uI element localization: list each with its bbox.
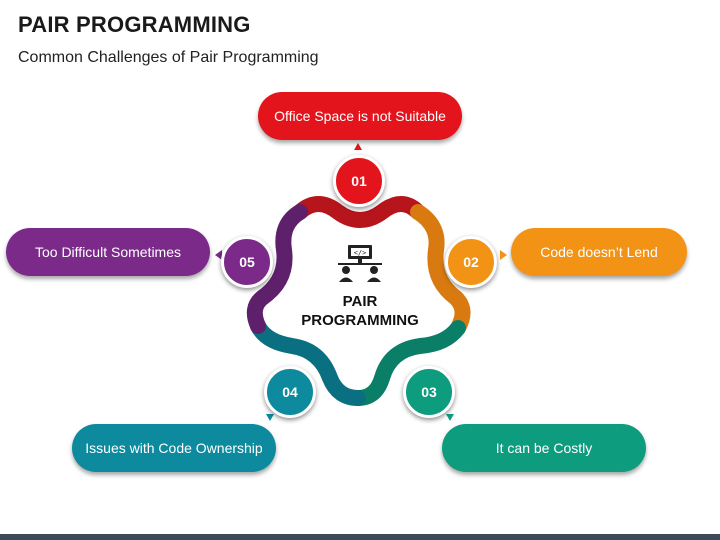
challenge-pill-03: It can be Costly [442, 424, 646, 472]
page-subtitle: Common Challenges of Pair Programming [18, 49, 319, 66]
challenge-pill-01: Office Space is not Suitable [258, 92, 462, 140]
step-number-03: 03 [403, 366, 455, 418]
center-label-line2: PROGRAMMING [301, 312, 419, 329]
ring-segment-04 [250, 318, 366, 406]
ring-segment-01 [292, 196, 426, 228]
pointer-03 [446, 414, 454, 421]
step-number-02: 02 [445, 236, 497, 288]
center-label: PAIR PROGRAMMING [290, 292, 430, 330]
svg-text:</>: </> [354, 249, 367, 257]
ring-segment-03 [350, 320, 466, 406]
challenge-pill-02: Code doesn’t Lend [511, 228, 687, 276]
page-title: PAIR PROGRAMMING [18, 12, 251, 37]
pair-programmers-icon: </> [338, 245, 382, 282]
center-label-line1: PAIR [342, 293, 378, 310]
step-number-05: 05 [221, 236, 273, 288]
step-number-04: 04 [264, 366, 316, 418]
pointer-04 [266, 414, 274, 421]
ring-segment-05 [246, 204, 308, 334]
pointer-01 [354, 143, 362, 150]
pointer-05 [215, 250, 222, 260]
ring-segment-02 [410, 204, 471, 336]
pointer-02 [500, 250, 507, 260]
challenge-pill-05: Too Difficult Sometimes [6, 228, 210, 276]
footer-bar [0, 534, 720, 540]
step-number-01: 01 [333, 155, 385, 207]
challenge-pill-04: Issues with Code Ownership [72, 424, 276, 472]
